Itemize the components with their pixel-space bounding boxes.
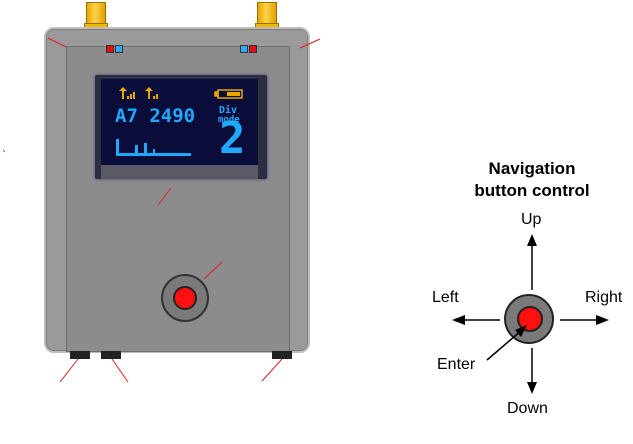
device-button-center[interactable] xyxy=(173,286,197,310)
pointer-line-port-right xyxy=(261,358,283,382)
pointer-line-button xyxy=(203,261,223,280)
rssi-graph xyxy=(116,139,191,156)
left-blue-led xyxy=(115,45,123,53)
oled-display: A7 2490 Div mode 2 xyxy=(101,79,258,165)
arrow-left-head xyxy=(452,315,465,325)
right-blue-led xyxy=(240,45,248,53)
nav-diagram-button xyxy=(504,294,554,344)
left-red-led xyxy=(106,45,114,53)
antenna-signal-icon-2 xyxy=(145,87,158,99)
right-red-led xyxy=(249,45,257,53)
nav-diagram-button-center xyxy=(517,306,543,332)
nav-label-up: Up xyxy=(521,211,542,228)
device-navigation-button[interactable] xyxy=(161,274,209,322)
signal-icons xyxy=(116,87,243,156)
navigation-title-line1: Navigation xyxy=(488,159,576,178)
oled-mode-label-1: Div xyxy=(219,105,238,116)
arrow-right-head xyxy=(596,315,609,325)
nav-arrows xyxy=(452,234,609,394)
battery-icon xyxy=(214,89,243,99)
arrow-up-head xyxy=(527,234,537,246)
pointer-line-right-antenna xyxy=(299,38,321,49)
nav-label-down: Down xyxy=(507,400,548,417)
bottom-port-right xyxy=(272,351,292,359)
nav-label-right: Right xyxy=(585,289,623,306)
bottom-port-left-2 xyxy=(101,351,121,359)
pointer-line-port-left-1 xyxy=(59,358,79,383)
navigation-title: Navigation button control xyxy=(452,158,612,202)
pointer-line-port-left-2 xyxy=(111,358,129,383)
small-blue-mark xyxy=(2,149,6,153)
bottom-port-left-1 xyxy=(70,351,90,359)
oled-mode-label-2: mode xyxy=(218,115,240,125)
pointer-lines xyxy=(47,37,321,383)
oled-mode-value: 2 xyxy=(219,113,246,164)
nav-label-left: Left xyxy=(432,289,459,306)
arrow-down-head xyxy=(527,382,537,394)
pointer-line-display xyxy=(157,187,172,206)
oled-display-base xyxy=(101,165,258,179)
nav-label-enter: Enter xyxy=(437,356,476,373)
navigation-title-line2: button control xyxy=(474,181,590,200)
pointer-line-left-antenna xyxy=(47,37,67,48)
antenna-signal-icon-1 xyxy=(119,87,135,99)
oled-channel-frequency: A7 2490 xyxy=(115,105,196,127)
